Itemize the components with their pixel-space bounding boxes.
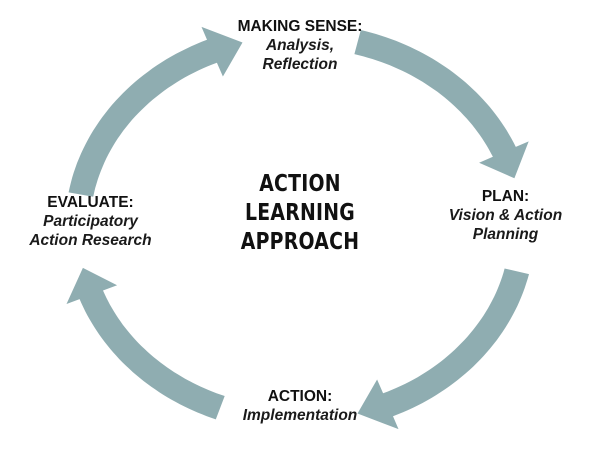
cycle-arrows — [66, 26, 529, 430]
node-making-sense-subtitle-2: Reflection — [262, 55, 338, 73]
arrow-plan-to-action — [357, 268, 529, 430]
node-plan-subtitle-1: Vision & Action — [448, 206, 563, 224]
center-line-2: LEARNING — [244, 200, 356, 226]
node-evaluate-subtitle-2: Action Research — [29, 231, 152, 249]
node-evaluate: EVALUATE: Participatory Action Research — [8, 194, 173, 251]
node-making-sense: MAKING SENSE: Analysis, Reflection — [205, 18, 395, 75]
node-plan-subtitle-2: Planning — [472, 225, 539, 243]
node-action-subtitle-1: Implementation — [242, 406, 358, 424]
node-action: ACTION: Implementation — [205, 388, 395, 426]
arrow-evaluate-to-making-sense — [68, 26, 243, 197]
center-line-1: ACTION — [259, 171, 341, 197]
center-line-3: APPROACH — [240, 229, 360, 255]
arrow-action-to-evaluate — [66, 267, 225, 420]
arrow-making-sense-to-plan — [354, 30, 529, 179]
node-plan: PLAN: Vision & Action Planning — [418, 188, 593, 245]
center-title: ACTION LEARNING APPROACH — [230, 170, 369, 257]
node-evaluate-title: EVALUATE: — [47, 194, 134, 211]
node-evaluate-subtitle-1: Participatory — [43, 212, 138, 230]
node-making-sense-title: MAKING SENSE: — [237, 18, 363, 35]
node-plan-title: PLAN: — [481, 188, 530, 205]
node-making-sense-subtitle-1: Analysis, — [265, 36, 335, 54]
node-action-title: ACTION: — [267, 388, 333, 405]
